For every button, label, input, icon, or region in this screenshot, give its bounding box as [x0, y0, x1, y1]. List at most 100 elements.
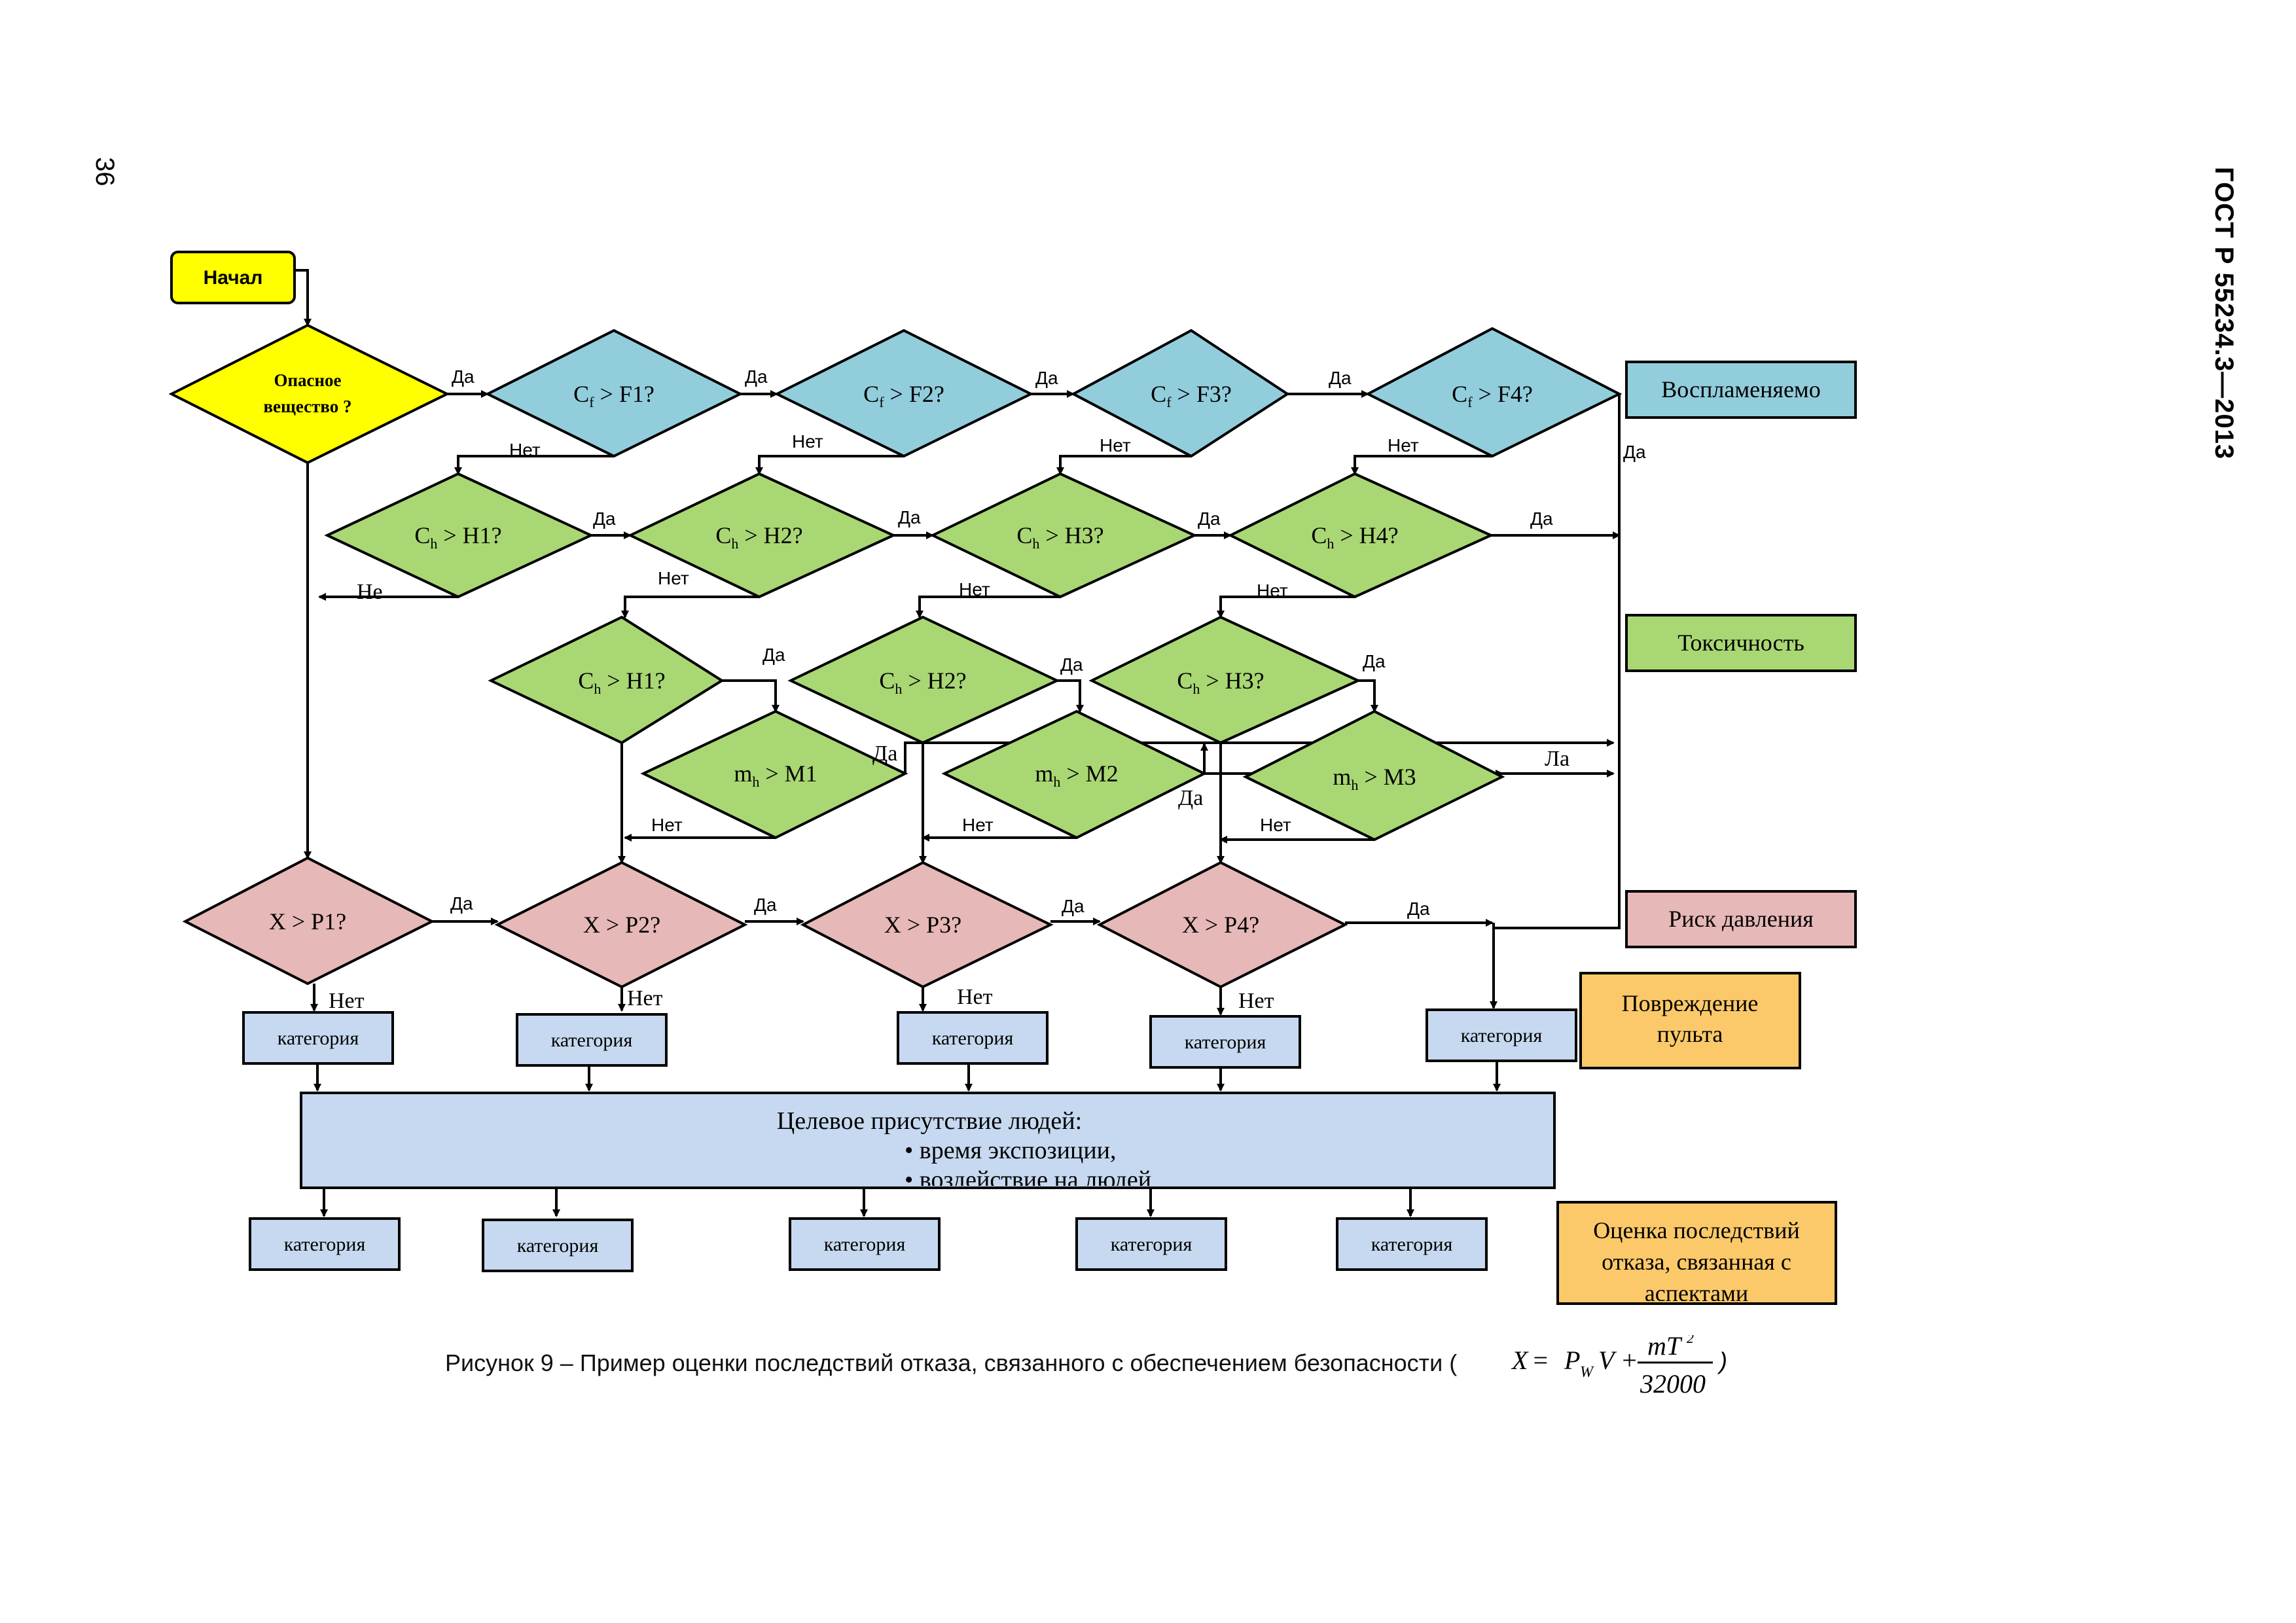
presence-item-1: • время экспозиции,	[905, 1137, 1117, 1164]
flammable-box	[1625, 361, 1857, 419]
edge-chb2-yes	[1057, 679, 1084, 713]
label-yes-xp1: Да	[450, 893, 473, 914]
mh3-label: mh > M3	[1333, 764, 1416, 793]
label-no-mh2: Нет	[962, 815, 994, 835]
ch-row-a: Ch > H1? Ch > H2? Ch > H3? Ch > H4?	[324, 472, 1494, 599]
cha2-diamond	[627, 472, 897, 599]
assessment-label-1: Оценка последствий	[1593, 1217, 1800, 1243]
chb2-label: Ch > H2?	[879, 668, 966, 697]
label-no-xp4: Нет	[1238, 989, 1274, 1013]
label-no-cha2: Нет	[658, 568, 689, 588]
chb3-label: Ch > H3?	[1177, 668, 1264, 697]
edge-cha2-no	[621, 596, 759, 618]
label-yes-cf4: Да	[1623, 442, 1646, 462]
cat4-label: категория	[1185, 1031, 1266, 1053]
label-yes-cha1: Да	[593, 508, 616, 529]
label-no-cha4: Нет	[1257, 580, 1288, 601]
cha1-diamond	[324, 472, 594, 599]
cat2-label: категория	[551, 1029, 633, 1051]
cat1-label: категория	[278, 1027, 359, 1049]
ch-row-b: Ch > H1? Ch > H2? Ch > H3?	[488, 615, 1361, 745]
label-yes-hazard: Да	[452, 366, 475, 387]
start-box	[170, 251, 296, 304]
label-yes-cha3: Да	[1198, 508, 1221, 529]
flammable-label: Воспламеняемо	[1661, 376, 1820, 402]
toxicity-box	[1625, 614, 1857, 672]
assessment-label-3: аспектами	[1645, 1280, 1748, 1306]
assessment-box	[1556, 1201, 1837, 1305]
label-no-mh3: Нет	[1260, 815, 1291, 835]
cha3-label: Ch > H3?	[1016, 522, 1103, 552]
category-row-2: категория категория категория категория …	[249, 1217, 1488, 1272]
formula-close: )	[1717, 1347, 1727, 1374]
label-yes-mh2: Да	[1178, 786, 1203, 810]
formula-den: 32000	[1640, 1369, 1706, 1399]
edge-chb3-yes	[1358, 679, 1378, 713]
cat2-box	[516, 1013, 668, 1067]
edge-chb1-yes	[722, 679, 780, 713]
edge-cf4-no	[1351, 455, 1492, 475]
cha4-diamond	[1227, 472, 1494, 599]
label-yes-alt-mh3: Ла	[1545, 747, 1570, 771]
hazard-diamond	[168, 323, 450, 465]
formula-num: mT	[1647, 1335, 1683, 1361]
assessment-label-2: отказа, связанная с	[1602, 1249, 1791, 1275]
cat4-box	[1149, 1015, 1301, 1069]
presence-box	[300, 1092, 1556, 1189]
cat5-label: категория	[1461, 1025, 1543, 1046]
label-no-cf3: Нет	[1100, 435, 1131, 455]
cf2-diamond	[774, 329, 1034, 458]
bcat4-label: категория	[1111, 1234, 1193, 1255]
hazard-label-2: вещество ?	[263, 397, 351, 416]
xp2-label: X > P2?	[583, 912, 660, 938]
label-yes-chb3: Да	[1363, 651, 1386, 671]
edge-cha4-no	[1217, 596, 1355, 618]
cf3-label: Cf > F3?	[1151, 381, 1232, 410]
mh2-diamond	[941, 709, 1208, 840]
presence-title: Целевое присутствие людей:	[777, 1107, 1082, 1135]
label-yes-mh1: Да	[872, 741, 897, 766]
xp1-diamond	[182, 856, 435, 986]
xp-row: X > P1? X > P2? X > P3? X > P4?	[182, 856, 1348, 989]
chb1-diamond	[488, 615, 725, 745]
label-no-cf1: Нет	[509, 440, 541, 460]
pressure-box	[1625, 890, 1857, 948]
cat3-label: категория	[932, 1027, 1014, 1049]
label-yes-xp2: Да	[754, 895, 777, 915]
presence-item-2: • воздействие на людей	[905, 1166, 1151, 1194]
label-yes-cha2: Да	[898, 507, 921, 527]
edge-labels-serif: Не Да Да Ла Нет Нет Нет Нет	[329, 580, 1570, 1013]
mh1-diamond	[640, 709, 908, 840]
bcat5-box	[1336, 1217, 1488, 1271]
formula-p-sub: W	[1580, 1364, 1594, 1381]
mh1-label: mh > M1	[734, 760, 817, 790]
figure-caption: Рисунок 9 – Пример оценки последствий от…	[445, 1349, 1457, 1377]
bcat3-box	[789, 1217, 941, 1271]
edge-start-hazard	[295, 269, 312, 327]
bcat2-box	[482, 1219, 634, 1272]
xp2-diamond	[494, 861, 748, 989]
label-no-cha3: Нет	[959, 579, 990, 599]
edge-cf2-no	[755, 455, 904, 475]
label-yes-xp4: Да	[1407, 899, 1430, 919]
label-yes-cha4: Да	[1530, 508, 1553, 529]
toxicity-label: Токсичность	[1677, 630, 1804, 656]
label-no-xp1: Нет	[329, 989, 365, 1013]
cha1-label: Ch > H1?	[414, 522, 501, 552]
formula-eq: =	[1532, 1346, 1549, 1375]
edge-cha3-no	[916, 596, 1060, 618]
xp1-label: X > P1?	[269, 908, 346, 935]
cha2-label: Ch > H2?	[715, 522, 802, 552]
label-yes-cf2: Да	[1035, 368, 1058, 388]
cf-row: Cf > F1? Cf > F2? Cf > F3? Cf > F4?	[484, 327, 1623, 458]
edge-cf4-yes	[1492, 394, 1621, 929]
damage-label-1: Повреждение	[1622, 990, 1759, 1016]
mh2-label: mh > M2	[1035, 760, 1118, 790]
mh-row: mh > M1 mh > M2 mh > M3	[640, 709, 1505, 842]
mh3-diamond	[1242, 709, 1505, 842]
label-yes-chb2: Да	[1060, 654, 1083, 675]
edge-cf3-no	[1056, 455, 1191, 475]
chb1-label: Ch > H1?	[578, 668, 665, 697]
pressure-label: Риск давления	[1668, 906, 1814, 932]
formula: X = P W V + mT 2 32000 )	[1511, 1335, 1727, 1399]
